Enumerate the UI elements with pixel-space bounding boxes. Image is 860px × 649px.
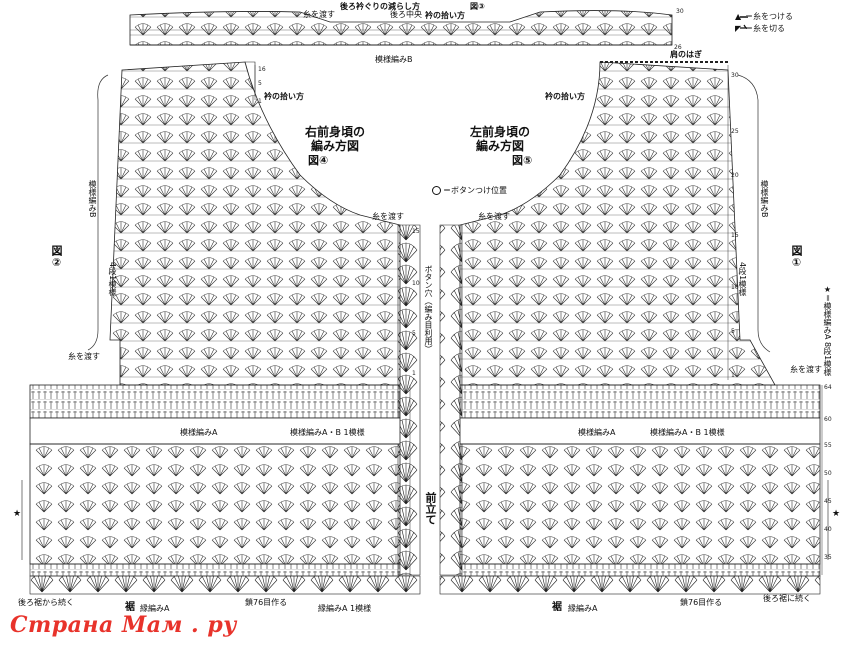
star-icon-right: ★ <box>832 509 841 519</box>
left-collar-pickup: 衿の拾い方 <box>545 92 585 101</box>
from-back-right: 後ろ裾に続く <box>763 594 811 603</box>
row-num: 45 <box>824 498 832 505</box>
right-front-chart <box>21 61 421 595</box>
row-num: 16 <box>258 66 266 73</box>
right-collar-pickup: 衿の拾い方 <box>264 92 304 101</box>
right-front-title: 右前身頃の編み方図 <box>305 125 366 153</box>
row-num: 10 <box>731 284 739 291</box>
pattern-a-right: 模様編みA <box>578 428 616 437</box>
yarn-pass-right: 糸を渡す <box>790 365 822 374</box>
row-num: 1 <box>258 98 262 105</box>
fig-1-label: 図① <box>790 245 803 269</box>
yarn-markers <box>740 16 748 29</box>
edge-a-left: 縁編みA <box>140 604 170 613</box>
row-num: 55 <box>824 442 832 449</box>
site-watermark: Страна Мам . ру <box>10 612 237 638</box>
pattern-a-note: ★＝模様編みA 8段1模様 <box>823 285 832 377</box>
legend-cut: ◤＝糸を切る <box>735 24 785 33</box>
buttonhole-label: ボタン穴（編み目利用） <box>424 265 433 353</box>
right-front-fig: 図④ <box>308 154 329 167</box>
back-neck-title: 後ろ衿ぐりの減らし方 <box>340 2 420 11</box>
row-num: 15 <box>412 228 420 235</box>
row-num: 5 <box>731 328 735 335</box>
right-pattern-b-side: 模様編みB <box>88 180 97 218</box>
right-rows-label: 4段1模様 <box>108 262 117 297</box>
row-num: 5 <box>258 80 262 87</box>
left-front-title: 左前身頃の編み方図 <box>470 125 531 153</box>
right-yarn-pass: 糸を渡す <box>372 212 404 221</box>
back-neck-chart <box>129 10 673 46</box>
row-num: 30 <box>731 72 739 79</box>
row-num: 64 <box>824 384 832 391</box>
button-marker-icon <box>432 186 441 195</box>
back-neck-fig: 図③ <box>470 2 485 11</box>
fig-2-label: 図② <box>50 245 63 269</box>
left-pattern-b-side: 模様編みB <box>760 180 769 218</box>
row-num: 60 <box>824 416 832 423</box>
left-front-chart <box>439 61 829 595</box>
shoulder-join-label: 肩のはぎ <box>670 50 702 59</box>
row-guides <box>254 65 823 575</box>
pattern-ab-left: 模様編みA・B 1模様 <box>290 428 365 437</box>
row-num: 35 <box>824 554 832 561</box>
yarn-pass-left: 糸を渡す <box>68 352 100 361</box>
row-num: 20 <box>731 172 739 179</box>
left-front-side-bracket <box>737 74 771 353</box>
right-front-side-bracket <box>87 74 109 351</box>
pattern-a-left: 模様編みA <box>180 428 218 437</box>
edge-a-1-left: 縁編みA 1模様 <box>318 604 372 613</box>
left-front-fig: 図⑤ <box>512 154 533 167</box>
back-yarn-pass: 糸を渡す <box>303 10 335 19</box>
row-num: 50 <box>824 470 832 477</box>
yarn-attach-icon: ▲ <box>735 12 742 21</box>
chain-76-right: 鎖76目作る <box>680 598 723 607</box>
row-num: 15 <box>731 232 739 239</box>
back-collar-pickup: 衿の拾い方 <box>425 11 465 20</box>
pattern-ab-right: 模様編みA・B 1模様 <box>650 428 725 437</box>
hem-label-left: 裾 <box>125 602 135 613</box>
row-num: 1 <box>731 372 735 379</box>
row-num: 25 <box>731 128 739 135</box>
row-num: 10 <box>412 280 420 287</box>
row-num: 1 <box>412 370 416 377</box>
star-icon-left: ★ <box>13 509 22 519</box>
row-num: 40 <box>824 526 832 533</box>
left-yarn-pass: 糸を渡す <box>478 212 510 221</box>
chain-76-left: 鎖76目作る <box>245 598 288 607</box>
from-back-left: 後ろ裾から続く <box>18 598 74 607</box>
button-position-legend: ＝ボタンつけ位置 <box>432 186 507 195</box>
edge-a-right: 縁編みA <box>568 604 598 613</box>
back-pattern-b: 模様編みB <box>375 55 413 64</box>
row-num-26: 26 <box>674 44 682 51</box>
row-num: 5 <box>412 330 416 337</box>
back-center-label: 後ろ中央 <box>390 10 422 19</box>
front-band-label: 前立て <box>424 492 437 525</box>
legend-attach: ▲＝糸をつける <box>735 12 793 21</box>
yarn-cut-icon: ◤ <box>735 24 742 33</box>
hem-label-right: 裾 <box>552 602 562 613</box>
row-num-top: 30 <box>676 8 684 15</box>
left-rows-label: 4段1模様 <box>738 262 747 297</box>
